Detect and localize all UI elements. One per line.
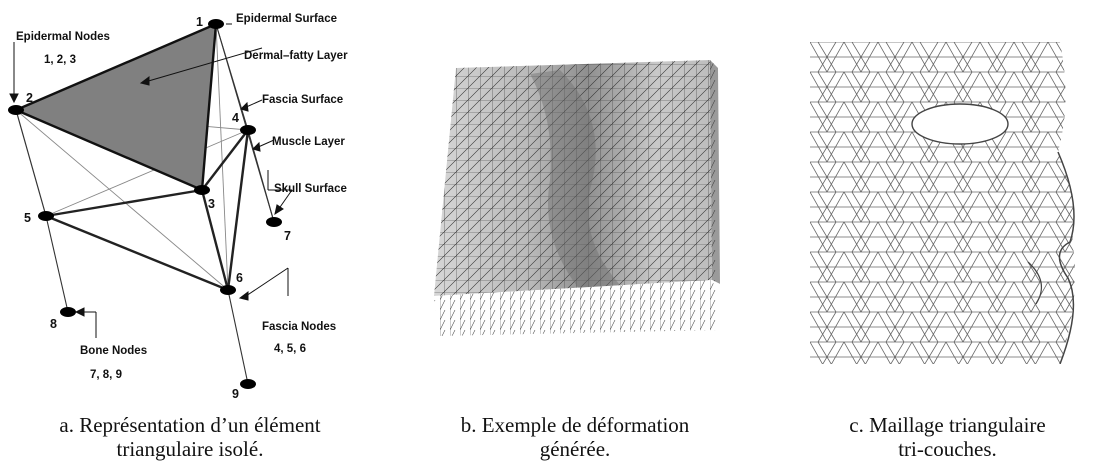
- node-label-6: 6: [236, 271, 243, 285]
- label-muscle-layer: Muscle Layer: [272, 136, 345, 148]
- label-epidermal-nodes-list: 1, 2, 3: [44, 54, 76, 66]
- node-label-4: 4: [232, 111, 239, 125]
- label-dermal-fatty-layer: Dermal–fatty Layer: [244, 50, 348, 62]
- label-epidermal-surface: Epidermal Surface: [236, 13, 337, 25]
- caption-c: c. Maillage triangulaire tri-couches.: [820, 413, 1075, 461]
- caption-c-line2: tri-couches.: [898, 437, 997, 461]
- element-diagram: 1 2 3 4 5 6 7 8 9 Epidermal Surfa: [8, 13, 348, 400]
- epidermal-triangle: [12, 22, 218, 192]
- label-fascia-surface: Fascia Surface: [262, 94, 343, 106]
- node-label-7: 7: [284, 229, 291, 243]
- node-label-1: 1: [196, 15, 203, 29]
- label-epidermal-nodes: Epidermal Nodes: [16, 31, 110, 43]
- element-nodes: [8, 19, 282, 389]
- node-label-2: 2: [26, 91, 33, 105]
- caption-b-line1: b. Exemple de déformation: [460, 413, 690, 437]
- label-bone-nodes-list: 7, 8, 9: [90, 369, 122, 381]
- caption-c-line1: c. Maillage triangulaire: [849, 413, 1046, 437]
- label-fascia-nodes: Fascia Nodes: [262, 321, 336, 333]
- node-label-9: 9: [232, 387, 239, 400]
- caption-b-line2: générée.: [539, 437, 611, 461]
- caption-a-line1: a. Représentation d’un élément: [59, 413, 321, 437]
- label-fascia-nodes-list: 4, 5, 6: [274, 343, 306, 355]
- caption-a-line2: triangulaire isolé.: [116, 437, 264, 461]
- label-bone-nodes: Bone Nodes: [80, 345, 147, 357]
- node-label-5: 5: [24, 211, 31, 225]
- caption-a: a. Représentation d’un élément triangula…: [30, 413, 350, 461]
- node-label-8: 8: [50, 317, 57, 331]
- deformation-mesh-image: [434, 60, 720, 340]
- node-label-3: 3: [208, 197, 215, 211]
- label-skull-surface: Skull Surface: [274, 183, 347, 195]
- caption-b: b. Exemple de déformation générée.: [425, 413, 725, 461]
- element-edges: [15, 23, 275, 385]
- annotation-arrows: [9, 23, 293, 338]
- face-mesh-image: [810, 42, 1082, 364]
